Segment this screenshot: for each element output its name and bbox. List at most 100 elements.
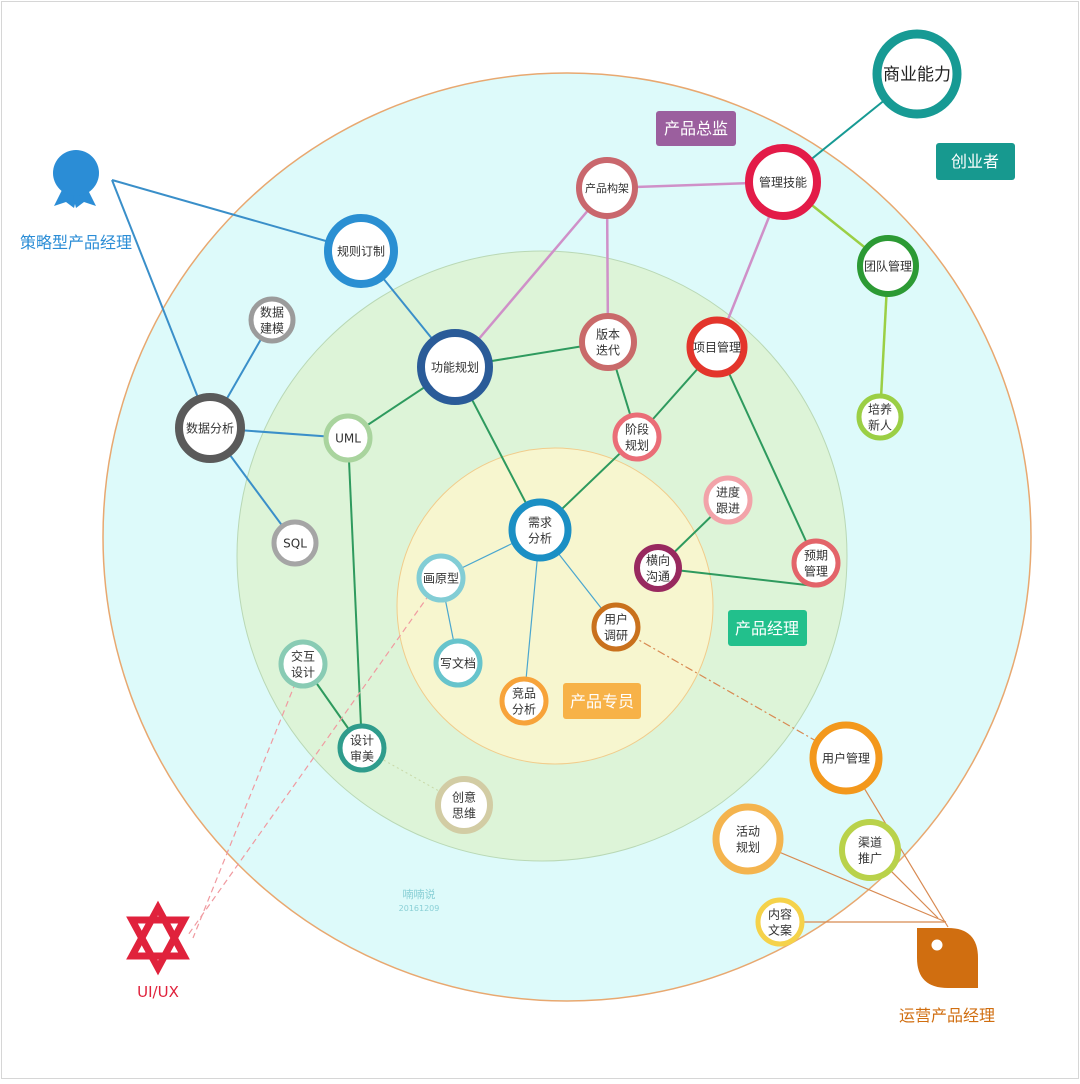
node-proto[interactable]: 画原型 bbox=[416, 553, 466, 603]
node-label-rules: 规则订制 bbox=[337, 243, 385, 258]
node-label-team: 团队管理 bbox=[864, 258, 912, 273]
role-label-uiux: UI/UX bbox=[137, 983, 179, 1001]
node-label-event: 规划 bbox=[736, 839, 760, 854]
node-ring-team bbox=[857, 235, 919, 297]
edge-event-ops bbox=[747, 838, 947, 923]
node-label-inter: 交互 bbox=[291, 648, 315, 663]
role-label-ops: 运营产品经理 bbox=[899, 1006, 995, 1025]
level-badge-specialist: 产品专员 bbox=[563, 683, 641, 719]
node-label-content: 文案 bbox=[768, 922, 792, 937]
node-ring-creative bbox=[435, 776, 493, 834]
node-label-track: 跟进 bbox=[716, 501, 740, 515]
edge-lat-latTail bbox=[657, 567, 816, 587]
node-rules[interactable]: 规则订制 bbox=[324, 214, 398, 288]
node-label-req: 需求 bbox=[528, 515, 552, 529]
node-layer: 商业能力管理技能产品构架团队管理培养新人规则订制数据建模数据分析功能规划版本迭代… bbox=[175, 29, 962, 947]
node-func[interactable]: 功能规划 bbox=[417, 329, 493, 405]
node-label-research: 用户 bbox=[604, 611, 628, 626]
node-label-inter: 设计 bbox=[291, 665, 315, 679]
node-mgmt[interactable]: 管理技能 bbox=[745, 144, 821, 220]
node-ring-inter bbox=[278, 639, 328, 689]
watermark-date: 20161209 bbox=[399, 904, 440, 913]
node-label-creative: 创意 bbox=[452, 789, 476, 804]
node-label-uml: UML bbox=[335, 431, 361, 445]
node-biz[interactable]: 商业能力 bbox=[872, 29, 962, 119]
level-label-director: 产品总监 bbox=[664, 119, 728, 138]
node-data[interactable]: 数据分析 bbox=[175, 393, 245, 463]
node-ring-train bbox=[856, 393, 904, 441]
node-proj[interactable]: 项目管理 bbox=[686, 316, 748, 378]
node-ring-expect bbox=[791, 538, 841, 588]
level-badge-pm: 产品经理 bbox=[728, 610, 807, 646]
node-label-mgmt: 管理技能 bbox=[759, 174, 807, 189]
inner-ring-specialist bbox=[396, 447, 714, 765]
node-team[interactable]: 团队管理 bbox=[857, 235, 919, 297]
node-ring-lat bbox=[634, 544, 682, 592]
level-label-specialist: 产品专员 bbox=[570, 692, 634, 711]
node-label-arch: 产品构架 bbox=[585, 181, 629, 195]
node-label-train: 培养 bbox=[868, 401, 892, 416]
node-uml[interactable]: UML bbox=[323, 413, 373, 463]
node-label-proto: 画原型 bbox=[423, 571, 459, 585]
node-label-expect: 预期 bbox=[804, 548, 828, 562]
node-label-proj: 项目管理 bbox=[693, 339, 741, 354]
node-label-lat: 横向 bbox=[646, 552, 670, 567]
node-label-expect: 管理 bbox=[804, 563, 828, 578]
node-arch[interactable]: 产品构架 bbox=[576, 157, 638, 219]
node-label-data: 数据分析 bbox=[186, 420, 234, 435]
edge-uml-design bbox=[347, 437, 363, 749]
node-label-train: 新人 bbox=[868, 417, 892, 432]
edge-strategy-data bbox=[111, 179, 211, 429]
node-sql[interactable]: SQL bbox=[271, 519, 319, 567]
edge-proj-expect bbox=[716, 346, 817, 564]
node-user[interactable]: 用户管理 bbox=[809, 721, 883, 795]
node-label-func: 功能规划 bbox=[431, 359, 479, 374]
node-ring-func bbox=[417, 329, 493, 405]
node-label-ver: 版本 bbox=[596, 327, 620, 341]
hexagram-star-icon bbox=[126, 900, 190, 976]
node-label-doc: 写文档 bbox=[440, 655, 476, 670]
role-label-strategy: 策略型产品经理 bbox=[20, 233, 132, 252]
node-label-req: 分析 bbox=[528, 531, 552, 545]
node-ring-uml bbox=[323, 413, 373, 463]
role-uiux: UI/UX bbox=[126, 900, 190, 1001]
node-label-design: 审美 bbox=[350, 748, 374, 763]
node-ring-model bbox=[248, 296, 296, 344]
node-label-track: 进度 bbox=[716, 484, 740, 499]
role-ops-pm: 运营产品经理 bbox=[899, 928, 995, 1025]
node-label-model: 数据 bbox=[260, 304, 284, 319]
node-ring-rules bbox=[324, 214, 398, 288]
node-label-biz: 商业能力 bbox=[883, 65, 951, 85]
node-ring-stage bbox=[612, 412, 662, 462]
node-doc[interactable]: 写文档 bbox=[433, 638, 483, 688]
node-ring-proj bbox=[686, 316, 748, 378]
node-ring-user bbox=[809, 721, 883, 795]
node-ring-proto bbox=[416, 553, 466, 603]
level-label-pm: 产品经理 bbox=[735, 619, 799, 638]
node-label-design: 设计 bbox=[350, 733, 374, 747]
node-label-user: 用户管理 bbox=[822, 750, 870, 765]
node-ring-mgmt bbox=[745, 144, 821, 220]
node-ring-event bbox=[712, 803, 784, 875]
watermark-name: 喃喃说 bbox=[403, 887, 436, 901]
dashed-edge-proto-uiux2 bbox=[187, 577, 442, 936]
node-ring-req bbox=[508, 498, 572, 562]
